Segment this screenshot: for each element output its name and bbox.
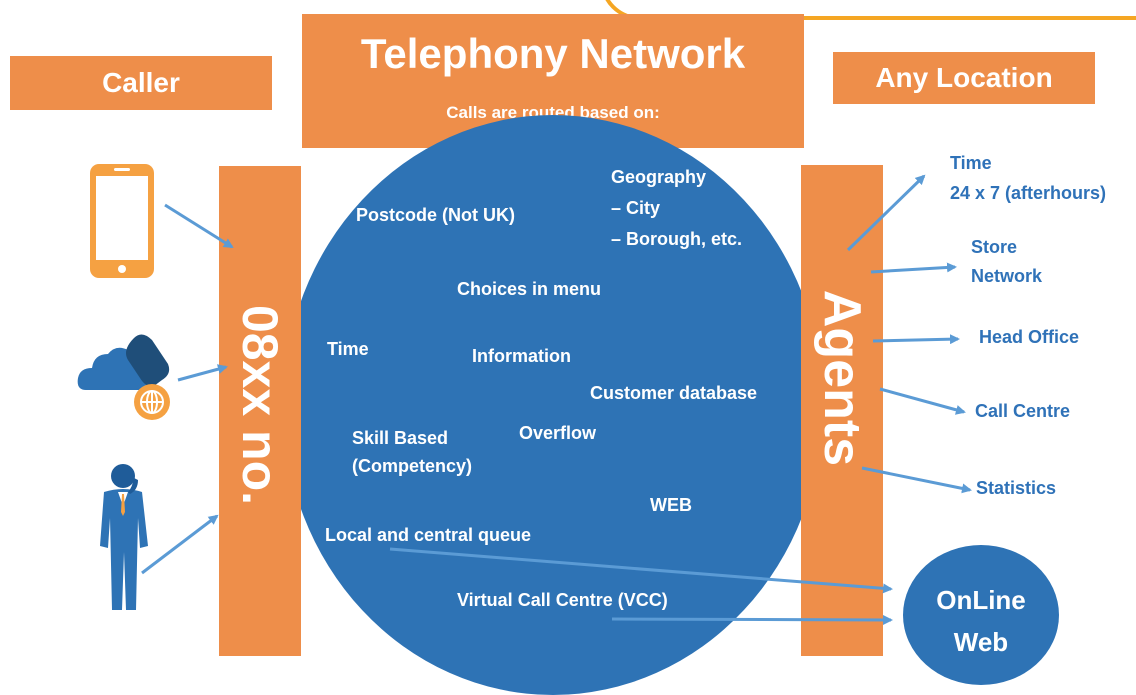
businessman-icon [100, 464, 148, 610]
telephony-network-title: Telephony Network [360, 30, 746, 77]
location-statistics: Statistics [976, 478, 1057, 498]
online-web-line2: Web [953, 627, 1009, 657]
criterion-geography-city: – City [611, 198, 661, 218]
location-call-centre: Call Centre [975, 401, 1071, 421]
agents-bar [801, 165, 883, 656]
criterion-skill-based: Skill Based [352, 428, 449, 448]
arrow-agents-to-head-office [872, 334, 960, 345]
location-store: Store [971, 237, 1018, 257]
criterion-time: Time [327, 339, 369, 359]
location-head-office: Head Office [979, 327, 1080, 347]
criterion-vcc: Virtual Call Centre (VCC) [457, 590, 668, 610]
criterion-choices-menu: Choices in menu [457, 279, 602, 299]
arrow-agents-to-time [846, 174, 926, 252]
location-time: Time [950, 153, 992, 173]
arrow-agents-to-store [870, 262, 957, 274]
arrow-queue-to-online [389, 547, 893, 594]
any-location-header [833, 52, 1095, 104]
arrow-phone-to-number [164, 203, 234, 249]
any-location-header-label: Any Location [875, 62, 1053, 93]
criterion-postcode: Postcode (Not UK) [356, 205, 515, 225]
location-store-network: Network [971, 266, 1043, 286]
criterion-customer-database: Customer database [590, 383, 758, 403]
smartphone-icon [90, 164, 154, 278]
criterion-queue: Local and central queue [325, 525, 532, 545]
arrow-vcc-to-online [611, 614, 893, 625]
arrow-person-to-number [141, 514, 219, 575]
telephony-network-subtitle: Calls are routed based on: [446, 103, 660, 122]
routing-circle [283, 115, 823, 695]
online-web-circle [903, 545, 1059, 685]
criterion-web: WEB [650, 495, 692, 515]
location-time-24x7: 24 x 7 (afterhours) [950, 183, 1107, 203]
criterion-geography: Geography [611, 167, 707, 187]
criterion-geography-borough: – Borough, etc. [611, 229, 743, 249]
arrow-cloud-to-number [177, 364, 228, 382]
cloud-phone-icon [77, 334, 170, 420]
caller-header [10, 56, 272, 110]
criterion-competency: (Competency) [352, 456, 473, 476]
online-web-line1: OnLine [936, 585, 1026, 615]
caller-header-label: Caller [102, 67, 180, 98]
criterion-overflow: Overflow [519, 423, 597, 443]
arrow-agents-to-call-centre [879, 387, 966, 415]
criterion-information: Information [472, 346, 571, 366]
arrow-agents-to-statistics [861, 466, 972, 494]
